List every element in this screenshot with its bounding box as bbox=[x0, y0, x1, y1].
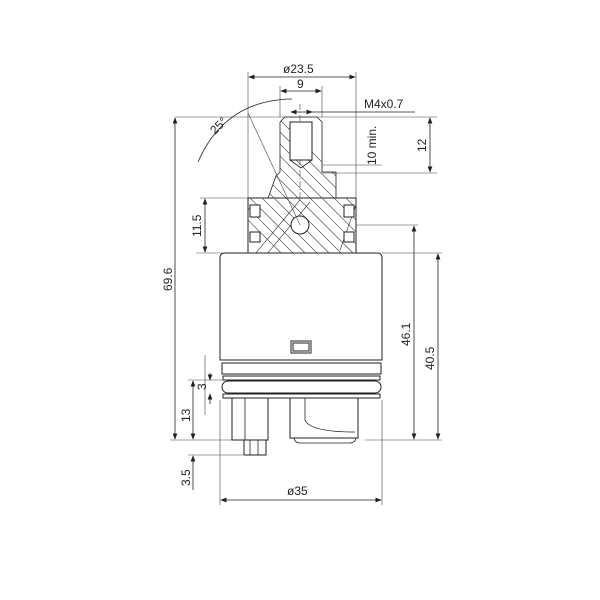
cartridge-body bbox=[219, 252, 383, 456]
dim-base-height: 13 bbox=[179, 408, 193, 422]
dim-stem-width: 9 bbox=[297, 77, 304, 91]
angle-label: 25° bbox=[207, 114, 230, 137]
dim-stem-height: 12 bbox=[415, 138, 429, 152]
dim-seal-height: 3 bbox=[195, 383, 209, 390]
dim-top-diameter: ø23.5 bbox=[283, 62, 314, 76]
dim-thread: M4x0.7 bbox=[364, 97, 404, 111]
dim-pin-height: 3.5 bbox=[179, 469, 193, 486]
dimension-lines bbox=[172, 74, 441, 503]
dim-total-height: 69.6 bbox=[161, 267, 175, 291]
dim-thread-depth: 10 min. bbox=[365, 126, 379, 165]
dimension-labels: ø23.5 9 M4x0.7 10 min. 12 11.5 69.6 46.1… bbox=[161, 62, 437, 498]
dim-body-diameter: ø35 bbox=[287, 484, 308, 498]
dim-upper-height: 11.5 bbox=[190, 214, 204, 237]
dim-body-height-b: 40.5 bbox=[423, 346, 437, 370]
dim-body-height-a: 46.1 bbox=[399, 322, 413, 346]
pin bbox=[243, 439, 267, 456]
o-ring bbox=[221, 380, 382, 394]
